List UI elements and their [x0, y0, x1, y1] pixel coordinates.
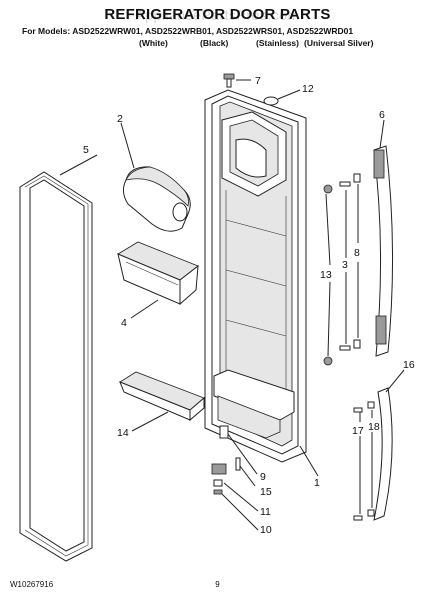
- callout-18: 18: [368, 421, 380, 433]
- callout-11: 11: [260, 506, 271, 518]
- door-gasket: [19, 171, 93, 562]
- variant-stainless: (Stainless): [256, 38, 299, 48]
- callout-1: 1: [314, 477, 320, 489]
- callout-16: 16: [403, 359, 415, 371]
- callout-4: 4: [121, 317, 127, 329]
- callout-3: 3: [342, 259, 348, 271]
- variant-white: (White): [139, 38, 168, 48]
- variant-universal-silver: (Universal Silver): [304, 38, 374, 48]
- page-title: REFRIGERATOR DOOR PARTS: [104, 6, 331, 23]
- document-number: W10267916: [10, 580, 54, 589]
- callout-8: 8: [354, 247, 360, 259]
- callout-15: 15: [260, 486, 272, 498]
- model-list: For Models: ASD2522WRW01, ASD2522WRB01, …: [22, 26, 354, 36]
- screw-top: [223, 73, 235, 88]
- callout-2: 2: [117, 113, 123, 125]
- hinge-plug: [263, 96, 279, 106]
- door-bin-small: [119, 371, 205, 422]
- callout-7: 7: [255, 75, 261, 87]
- callout-9: 9: [260, 471, 266, 483]
- page-number: 9: [215, 580, 220, 589]
- callout-6: 6: [379, 109, 385, 121]
- dispenser-cover: [122, 166, 191, 232]
- lower-hinge-hardware: [211, 425, 241, 495]
- callout-13: 13: [320, 269, 332, 281]
- door-handle: [373, 145, 394, 357]
- leader-lines: [59, 79, 405, 531]
- callout-17: 17: [352, 425, 364, 437]
- callout-10: 10: [260, 524, 272, 536]
- handle-hardware: [323, 173, 375, 521]
- callout-12: 12: [302, 83, 314, 95]
- callout-14: 14: [117, 427, 129, 439]
- lower-handle: [373, 387, 393, 521]
- watermark: AppliancePartsPros.com: [135, 7, 300, 23]
- callout-5: 5: [83, 144, 89, 156]
- door-assembly: [204, 89, 307, 463]
- door-bin-large: [117, 241, 199, 306]
- variant-black: (Black): [200, 38, 229, 48]
